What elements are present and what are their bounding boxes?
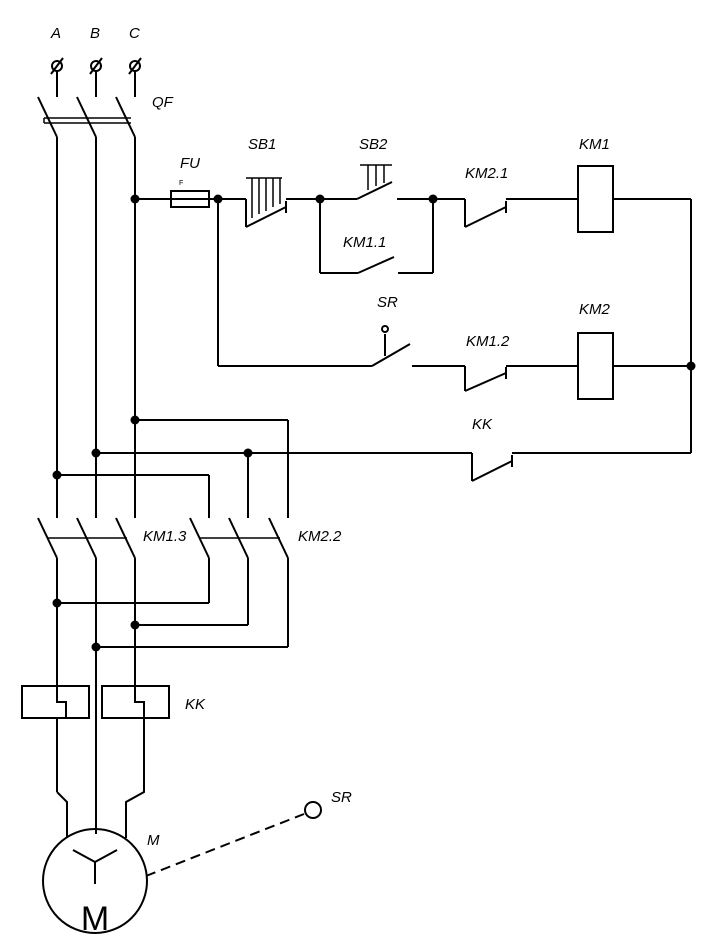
terminal-a <box>50 57 64 97</box>
km1-coil: KM1 <box>577 136 696 453</box>
phase-c-label: C <box>129 25 140 42</box>
km1-1-label: KM1.1 <box>343 234 386 251</box>
sr-contact-label: SR <box>377 294 398 311</box>
reversing-input-wiring <box>57 419 289 518</box>
sb2-start-button: SB2 <box>320 136 438 204</box>
fu-fuse: FU F <box>135 155 223 208</box>
km1-3-label: KM1.3 <box>143 528 187 545</box>
sb1-stop-button: SB1 <box>218 136 325 228</box>
sr-speed-sensor: SR <box>145 789 352 877</box>
kk-contact-label: KK <box>472 416 493 433</box>
km1-3-main-contacts: KM1.3 <box>37 517 187 559</box>
qf-circuit-breaker: QF <box>37 94 174 138</box>
phase-a-label: A <box>50 25 61 42</box>
terminal-b <box>89 57 103 97</box>
fu-label: FU <box>180 155 200 172</box>
power-bus <box>52 137 140 518</box>
sb1-label: SB1 <box>248 136 276 153</box>
km2-2-main-contacts: KM2.2 <box>189 517 342 559</box>
motor-leads <box>56 718 145 838</box>
km1-2-interlock-contact: KM1.2 <box>464 333 578 392</box>
km2-label: KM2 <box>579 301 611 318</box>
phase-terminals: A B C <box>50 25 142 97</box>
phase-b-label: B <box>90 25 100 42</box>
km2-coil: KM2 <box>577 301 691 400</box>
km2-2-label: KM2.2 <box>298 528 342 545</box>
fu-small-label: F <box>179 180 183 187</box>
qf-label: QF <box>152 94 174 111</box>
motor-label: M <box>147 832 160 849</box>
motor-m: M M <box>42 828 160 938</box>
km2-1-label: KM2.1 <box>465 165 508 182</box>
km1-1-hold-contact: KM1.1 <box>319 199 434 274</box>
sb2-label: SB2 <box>359 136 388 153</box>
kk-thermal-elements: KK <box>21 685 206 719</box>
sr-speed-contact: SR <box>217 199 465 367</box>
reversing-output-wiring <box>52 558 289 792</box>
kk-thermal-contact: KK <box>96 416 691 482</box>
km1-label: KM1 <box>579 136 610 153</box>
terminal-c <box>128 57 142 97</box>
km1-2-label: KM1.2 <box>466 333 510 350</box>
kk-relay-label: KK <box>185 696 206 713</box>
motor-letter: M <box>81 900 109 938</box>
km2-1-interlock-contact: KM2.1 <box>433 165 578 228</box>
sr-sensor-label: SR <box>331 789 352 806</box>
